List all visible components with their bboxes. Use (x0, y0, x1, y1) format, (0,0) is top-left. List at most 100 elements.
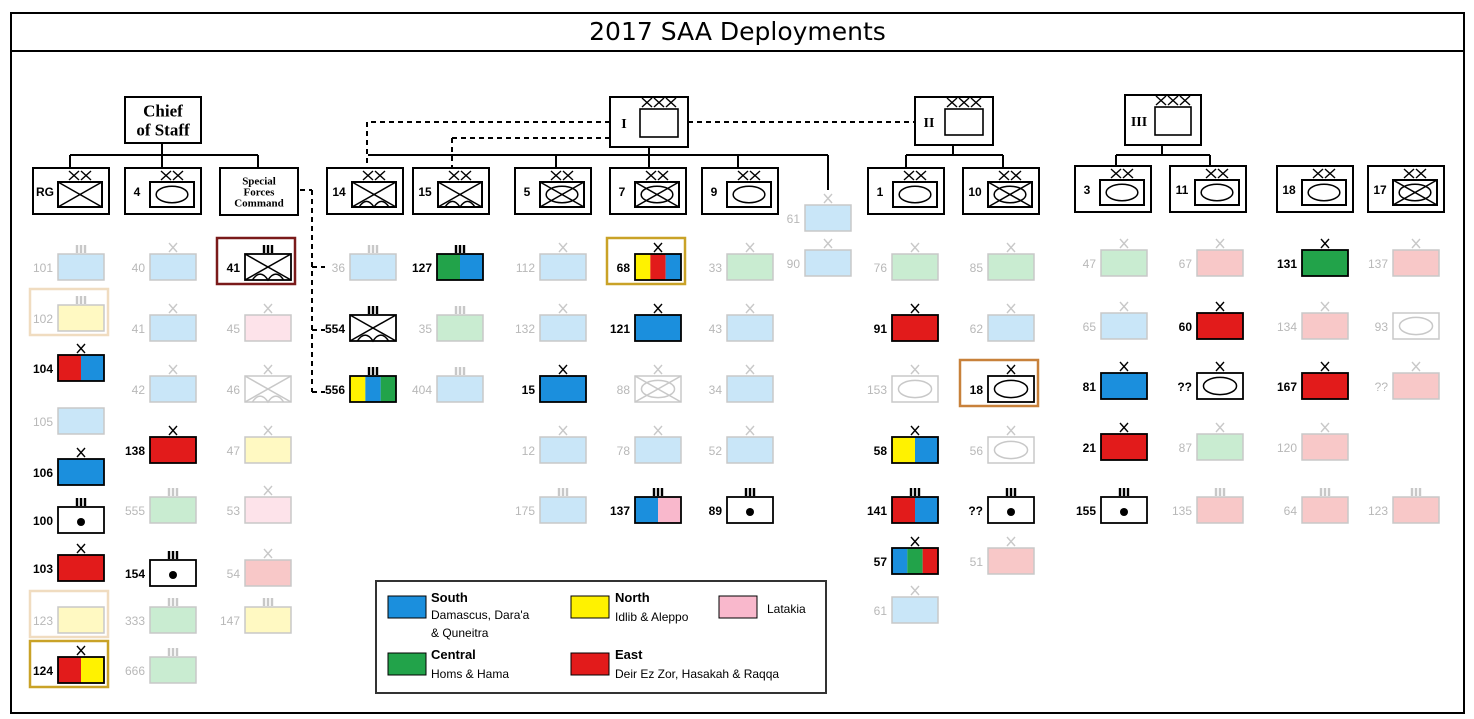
unit-fill-north (58, 305, 104, 331)
echelon-brigade-icon (558, 242, 568, 253)
unit-106-4: 106 (33, 447, 105, 486)
infantry-cross-icon (351, 181, 397, 208)
unit-label: 131 (1277, 257, 1297, 271)
unit-frame (1196, 312, 1244, 340)
corps-I-node: I (609, 96, 689, 148)
unit-frame (57, 656, 105, 684)
unit-fill-latakia (658, 497, 681, 523)
unit-fill-latakia (245, 315, 291, 341)
echelon-brigade-icon (1411, 238, 1421, 249)
unit-label: 91 (874, 322, 888, 336)
echelon-brigade-icon (263, 548, 273, 559)
echelon-x-icon (970, 97, 982, 108)
unit-fill-south (81, 355, 104, 381)
unit-fill-east (1393, 373, 1439, 399)
unit-label: 666 (125, 664, 145, 678)
unit-frame (804, 249, 852, 277)
unit-frame (539, 314, 587, 342)
unit-12-33: 12 (522, 425, 587, 464)
division-5: 5 (514, 167, 592, 215)
chief-of-staff-node-label: Chief (143, 101, 183, 120)
unit-frame (149, 253, 197, 281)
unit-fill-south (727, 437, 773, 463)
unit-label: 101 (33, 261, 53, 275)
unit-fill-south (437, 376, 483, 402)
echelon-brigade-icon (910, 303, 920, 314)
unit-frame (149, 559, 197, 587)
unit-frame (436, 375, 484, 403)
unit-label: 12 (522, 444, 536, 458)
echelon-x-icon (657, 170, 669, 181)
unit-frame (1100, 312, 1148, 340)
unit-89-44: 89 (709, 488, 774, 524)
unit-label: 105 (33, 415, 53, 429)
unit-105-3: 105 (33, 407, 105, 435)
unit-label: 167 (1277, 380, 1297, 394)
unit-65-61: 65 (1083, 301, 1148, 340)
unit-frame (1100, 249, 1148, 277)
armor-oval-icon (993, 440, 1029, 460)
corps-symbol-icon (639, 108, 679, 138)
unit-fill-east (1393, 497, 1439, 523)
unit-frame (987, 253, 1035, 281)
unit-label: 123 (1368, 504, 1388, 518)
echelon-x-icon (1312, 168, 1324, 179)
unit-label: 64 (1284, 504, 1298, 518)
unit-frame (244, 314, 292, 342)
unit-frame (244, 606, 292, 634)
unit-fill-east (1101, 434, 1147, 460)
echelon-x-icon (958, 97, 970, 108)
unit-52-43: 52 (709, 425, 774, 464)
echelon-x-icon (448, 170, 460, 181)
unit-41-10: 41 (132, 303, 197, 342)
airborne-wings-icon (356, 334, 390, 343)
unit-label: 21 (1083, 441, 1097, 455)
unit-frame (57, 554, 105, 582)
dot-icon (1007, 508, 1015, 516)
unit-frame (891, 496, 939, 524)
unit-153-49: 153 (867, 364, 939, 403)
unit-frame (57, 458, 105, 486)
unit-fill-east (650, 254, 666, 280)
echelon-brigade-icon (910, 364, 920, 375)
echelon-brigade-icon (653, 242, 663, 253)
echelon-x-icon (1403, 168, 1415, 179)
echelon-brigade-icon (168, 303, 178, 314)
unit-label: 33 (709, 261, 723, 275)
unit-label: 76 (874, 261, 888, 275)
armor-oval-icon (640, 185, 674, 204)
corps-symbol-icon (944, 108, 984, 136)
echelon-brigade-icon (745, 364, 755, 375)
unit-fill-south (635, 437, 681, 463)
echelon-brigade-icon (653, 425, 663, 436)
echelon-brigade-icon (910, 585, 920, 596)
unit-label: 121 (610, 322, 630, 336)
unit-175-34: 175 (515, 488, 587, 524)
unit-fill-north (245, 607, 291, 633)
echelon-brigade-icon (558, 364, 568, 375)
unit-121-36: 121 (610, 303, 682, 342)
unit-78-38: 78 (617, 425, 682, 464)
unit-fill-east (58, 355, 81, 381)
echelon-brigade-icon (745, 242, 755, 253)
echelon-x-icon (641, 97, 653, 108)
echelon-x-icon (550, 170, 562, 181)
legend-east-title: East (615, 647, 643, 662)
unit-frame (1392, 372, 1440, 400)
echelon-x-icon (653, 97, 665, 108)
unit-label: 103 (33, 562, 53, 576)
echelon-x-icon (1010, 170, 1022, 181)
unit-label: 46 (227, 383, 241, 397)
division-14: 14 (326, 167, 404, 215)
airborne-wings-icon (251, 395, 285, 404)
unit-symbols: 1011021041051061001031231244041421385551… (28, 193, 1440, 689)
infantry-cross-icon (244, 375, 292, 403)
unit-155-64: 155 (1076, 488, 1148, 524)
unit-fill-central (150, 497, 196, 523)
unit-40-9: 40 (132, 242, 197, 281)
unit-label: 40 (132, 261, 146, 275)
echelon-brigade-icon (263, 425, 273, 436)
highlight-border (28, 589, 110, 639)
unit-label: 52 (709, 444, 723, 458)
unit-frame (149, 606, 197, 634)
